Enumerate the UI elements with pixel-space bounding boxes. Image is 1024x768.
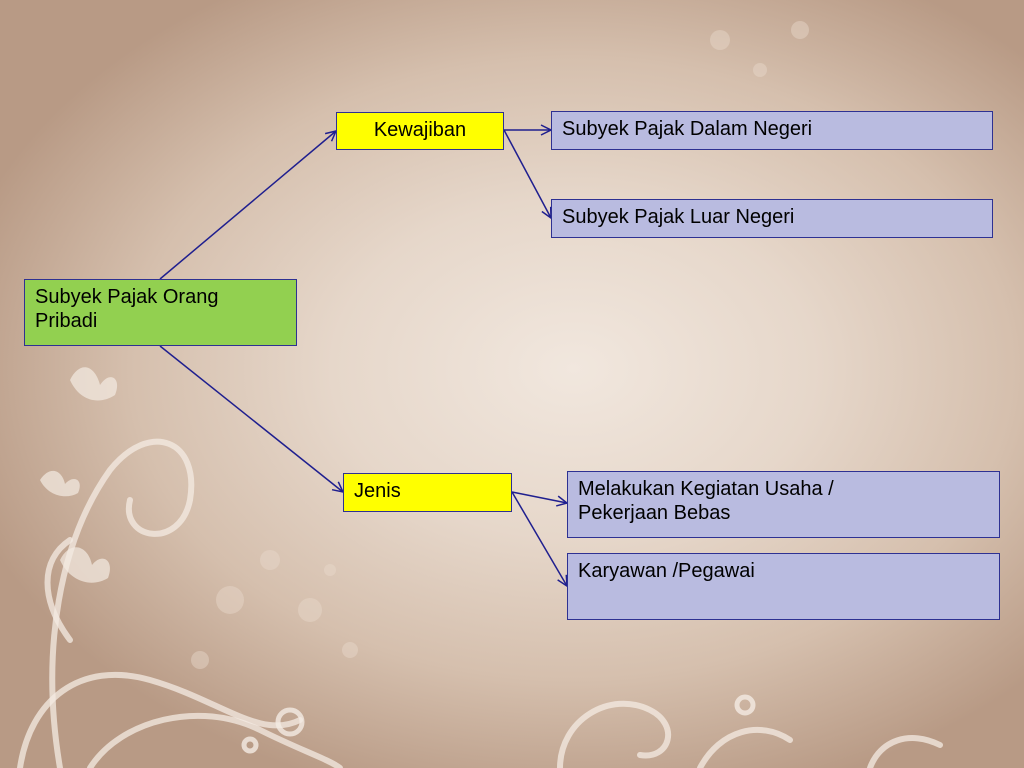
leaf-node-karyawan-pegawai: Karyawan /Pegawai	[567, 553, 1000, 620]
branch-node-kewajiban: Kewajiban	[336, 112, 504, 150]
root-node-subyek-pajak-orang-pribadi: Subyek Pajak Orang Pribadi	[24, 279, 297, 346]
branch-node-label: Kewajiban	[373, 119, 467, 141]
leaf-node-subyek-pajak-luar-negeri: Subyek Pajak Luar Negeri	[551, 199, 993, 238]
branch-node-label: Jenis	[354, 480, 401, 502]
leaf-node-melakukan-kegiatan-usaha: Melakukan Kegiatan Usaha / Pekerjaan Beb…	[567, 471, 1000, 538]
leaf-node-label: Subyek Pajak Luar Negeri	[562, 206, 795, 228]
leaf-node-subyek-pajak-dalam-negeri: Subyek Pajak Dalam Negeri	[551, 111, 993, 150]
branch-node-jenis: Jenis	[343, 473, 512, 512]
leaf-node-label: Melakukan Kegiatan Usaha / Pekerjaan Beb…	[578, 478, 834, 524]
leaf-node-label: Subyek Pajak Dalam Negeri	[562, 118, 813, 140]
leaf-node-label: Karyawan /Pegawai	[578, 560, 755, 582]
root-node-label: Subyek Pajak Orang Pribadi	[35, 286, 219, 332]
